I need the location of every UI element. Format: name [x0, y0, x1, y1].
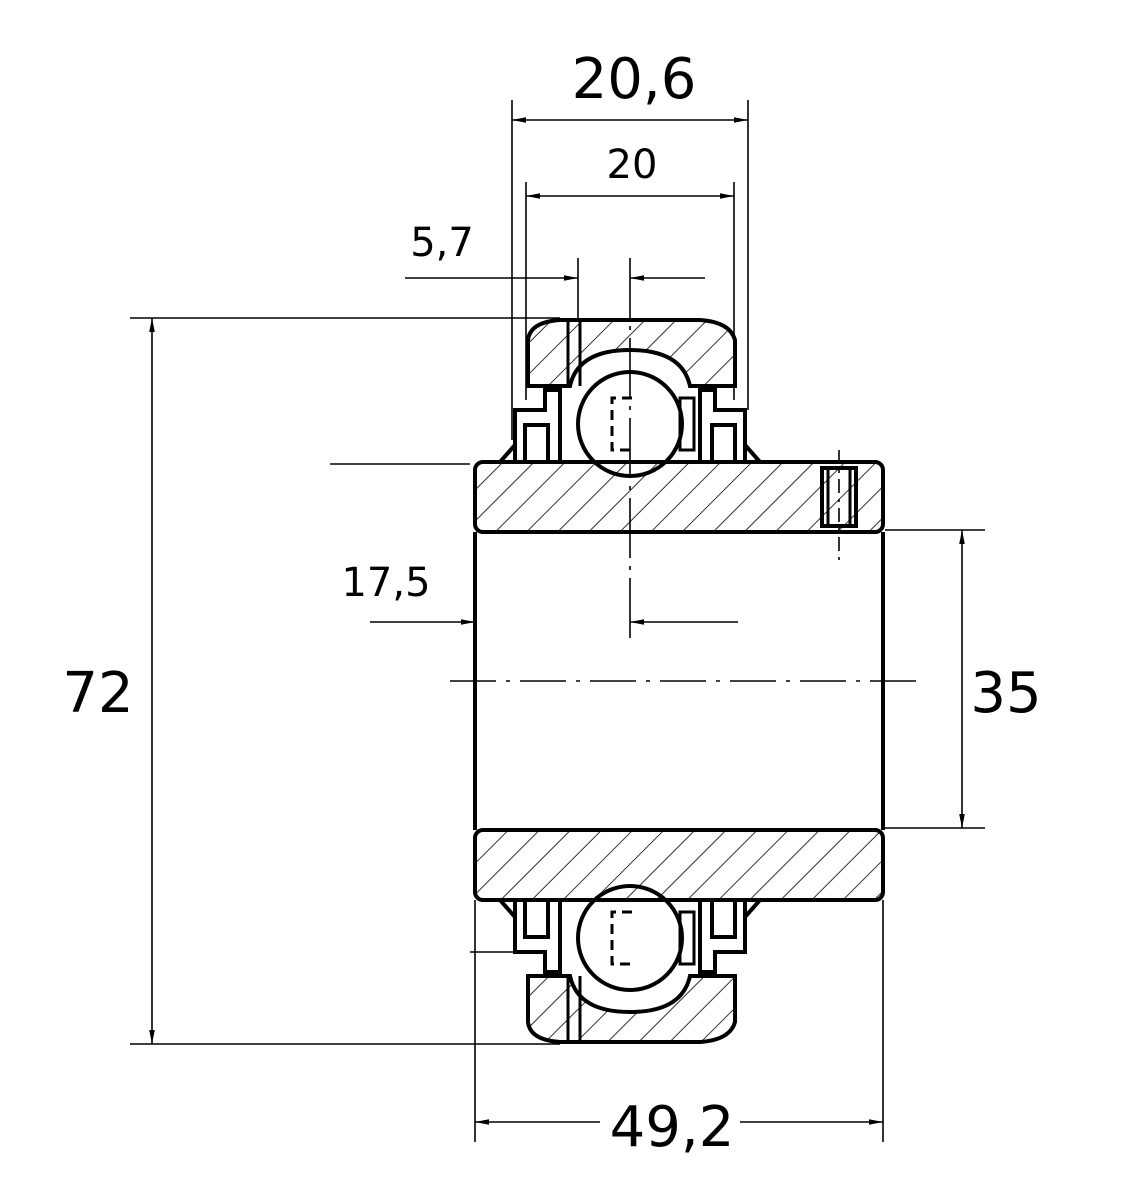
- seals-bottom: [498, 898, 762, 974]
- dimension-labels: 20,6 20 5,7 72 35 17,5 49,2: [62, 47, 1041, 1160]
- outer-ring-top: [526, 318, 737, 388]
- dim-label-20-6: 20,6: [572, 47, 697, 112]
- center-lines: [330, 258, 918, 682]
- setscrew: [820, 450, 858, 560]
- dim-label-20: 20: [607, 142, 658, 188]
- extension-lines: [130, 100, 985, 1142]
- dim-label-17-5: 17,5: [341, 560, 430, 606]
- outer-ring-bottom: [526, 974, 737, 1044]
- seals-top: [498, 388, 762, 464]
- inner-ring-top-section: [473, 460, 885, 534]
- dim-label-35: 35: [970, 661, 1041, 726]
- ball-bottom: [576, 884, 696, 992]
- dim-label-5-7: 5,7: [410, 220, 474, 266]
- inner-ring-bottom-section: [473, 828, 885, 902]
- dim-label-72: 72: [62, 661, 133, 726]
- inner-ring: [473, 460, 885, 902]
- dim-label-49-2: 49,2: [610, 1095, 735, 1160]
